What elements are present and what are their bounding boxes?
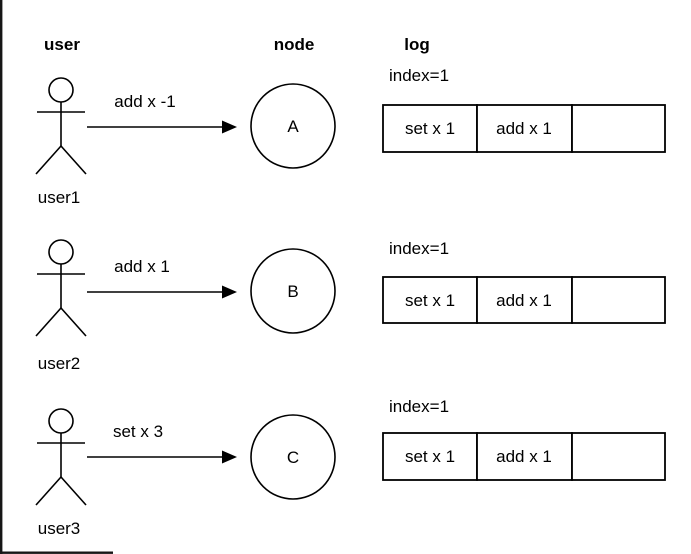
page-border-left [0,0,3,554]
node-circle [250,414,336,500]
arrow-head [222,285,237,299]
log-cell-text: add x 1 [496,291,552,310]
column-header-user: user [44,35,80,54]
column-header-log: log [404,35,430,54]
page-border-bottom [0,551,113,554]
arrow-head [222,450,237,464]
actor-leg-right [60,145,87,175]
actor-leg-right [60,307,87,337]
column-header-node: node [274,35,315,54]
log-cell-text: set x 1 [405,447,455,466]
request-arrow [87,450,237,464]
actor-head [48,77,74,103]
log-cell [382,104,478,153]
log-cell [382,432,478,481]
actor-leg-left [35,145,62,175]
log-cell [571,432,666,481]
node-circle [250,83,336,169]
arrow-head [222,120,237,134]
log-cell-text: set x 1 [405,119,455,138]
user-label: user3 [38,519,81,538]
log-cell [476,432,573,481]
node-circle [250,248,336,334]
request-arrow [87,285,237,299]
log-cell [382,276,478,324]
log-table: set x 1 add x 1 [382,276,666,324]
diagram-row-3: user3 set x 3 C index=1 set x 1 add x 1 [35,397,666,538]
log-cell [476,276,573,324]
actor-leg-left [35,307,62,337]
actor-head [48,239,74,265]
person-icon [35,408,87,506]
log-cell-text: set x 1 [405,291,455,310]
log-cell-text: add x 1 [496,447,552,466]
node-label: A [287,117,299,136]
log-cell-text: add x 1 [496,119,552,138]
person-icon [35,77,87,175]
person-icon [35,239,87,337]
request-label: set x 3 [113,422,163,441]
request-label: add x -1 [114,92,175,111]
request-label: add x 1 [114,257,170,276]
log-cell [571,276,666,324]
node-label: B [287,282,298,301]
actor-head [48,408,74,434]
actor-leg-left [35,476,62,506]
log-index-label: index=1 [389,239,449,258]
log-table: set x 1 add x 1 [382,432,666,481]
diagram-row-1: user1 add x -1 A index=1 set x 1 add x 1 [35,66,666,207]
log-cell [571,104,666,153]
log-index-label: index=1 [389,66,449,85]
request-arrow [87,120,237,134]
actor-leg-right [60,476,87,506]
user-label: user1 [38,188,81,207]
user-label: user2 [38,354,81,373]
diagram-row-2: user2 add x 1 B index=1 set x 1 add x 1 [35,239,666,373]
node-label: C [287,448,299,467]
log-table: set x 1 add x 1 [382,104,666,153]
log-index-label: index=1 [389,397,449,416]
